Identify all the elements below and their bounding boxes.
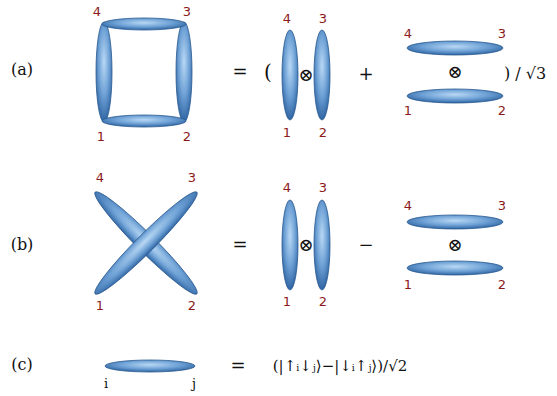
site-index: j (192, 377, 196, 391)
tensor-symbol: ⊗ (298, 65, 313, 85)
site-number: 4 (96, 171, 104, 185)
parenthesis: ( (264, 61, 272, 83)
site-number: 1 (404, 104, 412, 118)
site-number: 4 (93, 5, 101, 19)
singlet-bond (89, 186, 204, 301)
plus-sign: + (358, 64, 373, 84)
equals-sign: = (232, 235, 247, 255)
equals-sign: = (230, 356, 245, 376)
panel-tag: (b) (11, 236, 34, 254)
site-number: 4 (283, 181, 291, 195)
tensor-symbol: ⊗ (298, 235, 313, 255)
site-number: 1 (97, 130, 105, 144)
singlet-bond (407, 261, 503, 275)
site-number: 4 (404, 27, 412, 41)
site-number: 2 (498, 104, 506, 118)
site-number: 4 (283, 12, 291, 26)
site-number: 2 (319, 295, 327, 309)
site-number: 2 (319, 126, 327, 140)
panel-tag: (a) (11, 61, 33, 79)
singlet-bond (407, 215, 503, 229)
panel-tag: (c) (11, 356, 32, 374)
singlet-bond (282, 30, 298, 120)
site-number: 1 (404, 278, 412, 292)
singlet-bond (407, 41, 503, 55)
site-number: 3 (319, 181, 327, 195)
site-index: i (104, 377, 108, 391)
site-number: 3 (183, 5, 191, 19)
singlet-bond (102, 18, 186, 30)
site-number: 2 (183, 130, 191, 144)
site-number: 3 (498, 27, 506, 41)
equals-sign: = (232, 62, 247, 82)
singlet-bond (314, 200, 330, 290)
singlet-bond (105, 360, 195, 372)
tensor-symbol: ⊗ (447, 62, 462, 82)
singlet-bond (314, 30, 330, 120)
site-number: 3 (498, 199, 506, 213)
site-number: 2 (498, 278, 506, 292)
minus-sign: − (358, 235, 373, 255)
singlet-formula: (|↑ᵢ↓ⱼ⟩−|↓ᵢ↑ⱼ⟩)/√2 (273, 358, 407, 375)
tensor-symbol: ⊗ (447, 235, 462, 255)
site-number: 2 (188, 299, 196, 313)
singlet-bond (96, 22, 112, 122)
site-number: 3 (319, 12, 327, 26)
site-number: 1 (283, 126, 291, 140)
singlet-bond (89, 186, 204, 301)
normalization: ) / √3 (504, 65, 546, 83)
site-number: 3 (188, 171, 196, 185)
singlet-bond (407, 89, 503, 103)
singlet-bond (102, 115, 186, 127)
singlet-bond (282, 200, 298, 290)
site-number: 1 (283, 295, 291, 309)
site-number: 4 (404, 199, 412, 213)
singlet-bond (176, 22, 192, 122)
site-number: 1 (96, 299, 104, 313)
